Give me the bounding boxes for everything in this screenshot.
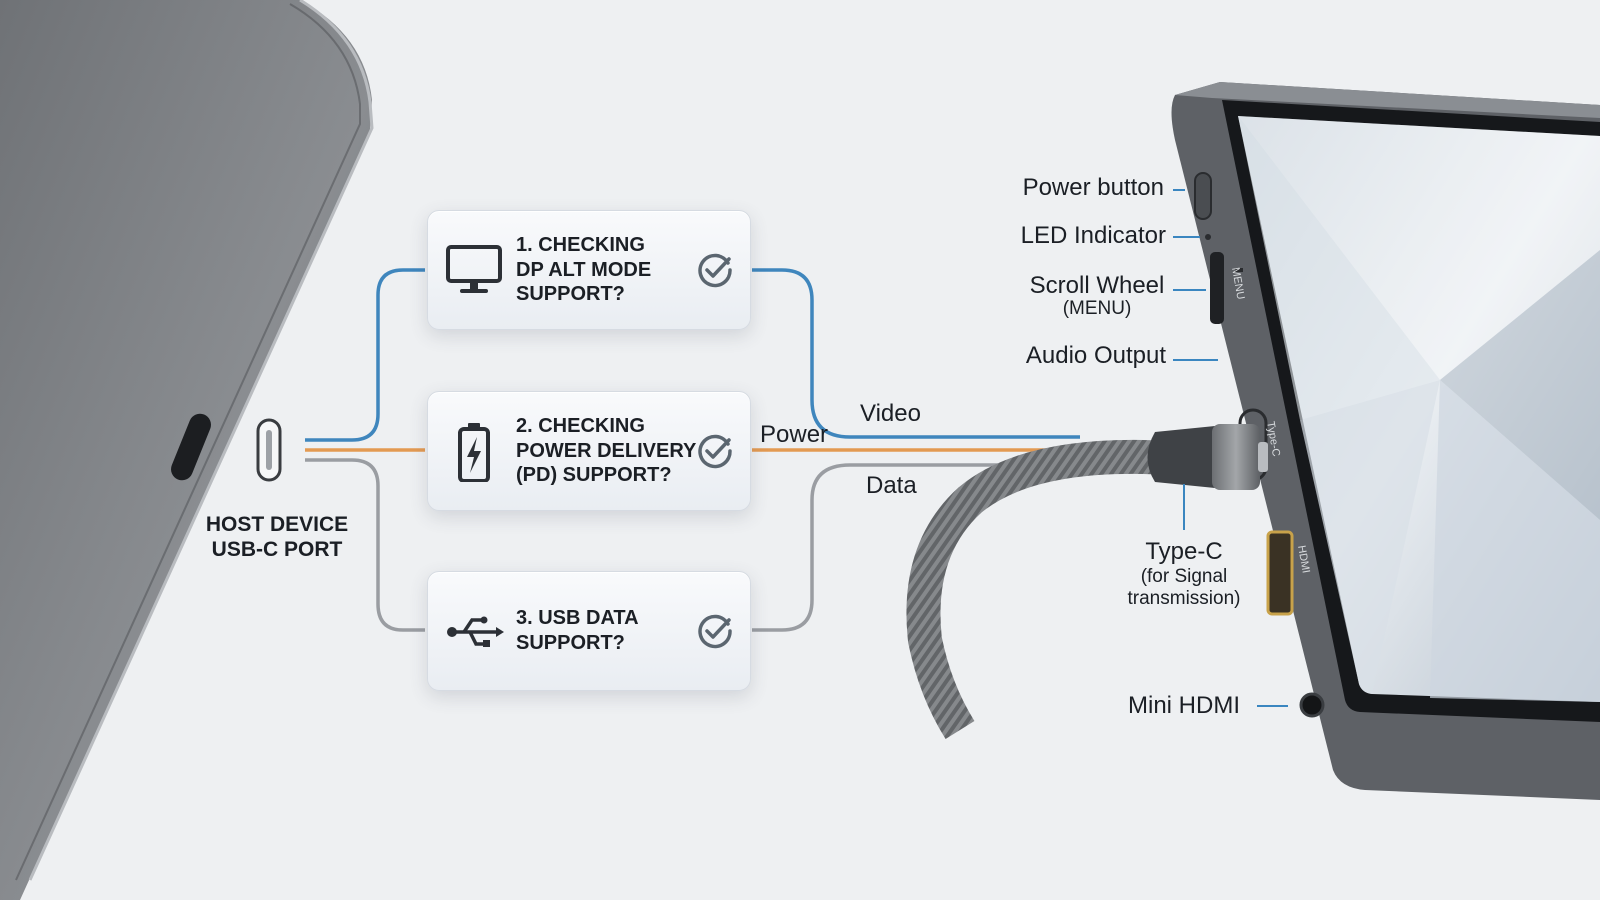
host-port-label-line2: USB-C PORT — [211, 538, 343, 561]
led-indicator-callout: LED Indicator — [1020, 222, 1166, 249]
monitor-scroll-wheel — [1210, 252, 1224, 324]
portable-monitor-illustration: MENU Type-C HDMI — [1171, 82, 1600, 800]
typec-callout-sub-2: transmission) — [1127, 588, 1241, 609]
check-card-2-text: 2. CHECKING POWER DELIVERY (PD) SUPPORT? — [516, 414, 716, 488]
check-card-2-line-1: 2. CHECKING — [516, 415, 645, 437]
usb-icon — [447, 616, 504, 647]
check-circle-icon — [698, 253, 732, 288]
monitor-audio-jack — [1299, 692, 1325, 718]
device-hdmi-label: HDMI — [1295, 544, 1312, 574]
power-signal-label: Power — [760, 421, 829, 448]
signal-lines — [305, 268, 1080, 632]
monitor-hdmi-port — [1266, 530, 1294, 616]
power-button-callout: Power button — [1022, 174, 1164, 201]
usb-c-cable-illustration — [906, 424, 1268, 740]
scroll-wheel-callout-title: Scroll Wheel — [1029, 272, 1165, 299]
check-card-dp-alt-mode: 1. CHECKING DP ALT MODE SUPPORT? — [427, 210, 751, 330]
check-card-2-line-2: POWER DELIVERY — [516, 439, 697, 462]
laptop-illustration — [0, 0, 374, 900]
check-circle-icon — [698, 614, 732, 649]
check-card-power-delivery: 2. CHECKING POWER DELIVERY (PD) SUPPORT? — [427, 391, 751, 511]
monitor-power-button — [1194, 172, 1212, 220]
mini-hdmi-callout: Mini HDMI — [1128, 692, 1240, 719]
device-menu-label: MENU — [1229, 266, 1246, 300]
scroll-wheel-callout-sub: (MENU) — [1062, 298, 1132, 319]
check-card-1-line-1: 1. CHECKING — [516, 234, 645, 256]
check-card-3-text: 3. USB DATA SUPPORT? — [516, 606, 706, 655]
callout-leader-lines — [1173, 189, 1288, 707]
monitor-icon — [446, 245, 502, 293]
check-card-1-line-2: DP ALT MODE — [516, 258, 652, 281]
data-signal-label: Data — [866, 472, 917, 499]
check-card-3-line-2: SUPPORT? — [516, 631, 625, 654]
data-line-right — [752, 463, 1080, 632]
check-circle-icon — [698, 434, 732, 469]
check-card-2-line-3: (PD) SUPPORT? — [516, 464, 672, 486]
typec-callout-title: Type-C — [1145, 538, 1223, 565]
battery-charging-icon — [458, 423, 490, 482]
video-line-left — [305, 268, 425, 442]
scroll-wheel-callout: Scroll Wheel (MENU) — [1012, 272, 1182, 320]
audio-output-callout: Audio Output — [1025, 342, 1166, 369]
check-card-1-text: 1. CHECKING DP ALT MODE SUPPORT? — [516, 233, 706, 307]
host-port-label: HOST DEVICE USB-C PORT — [196, 512, 358, 562]
check-card-1-line-3: SUPPORT? — [516, 283, 625, 305]
monitor-led — [1205, 234, 1211, 240]
video-line-right — [752, 268, 1080, 439]
check-card-3-line-1: 3. USB DATA — [516, 607, 639, 629]
video-signal-label: Video — [860, 400, 921, 427]
laptop-usb-c-port — [171, 413, 211, 481]
check-card-usb-data: 3. USB DATA SUPPORT? — [427, 571, 751, 691]
data-line-left — [305, 458, 425, 632]
typec-callout-sub-1: (for Signal — [1140, 566, 1228, 587]
host-port-label-line1: HOST DEVICE — [205, 513, 349, 536]
typec-callout: Type-C (for Signal transmission) — [1114, 538, 1254, 610]
